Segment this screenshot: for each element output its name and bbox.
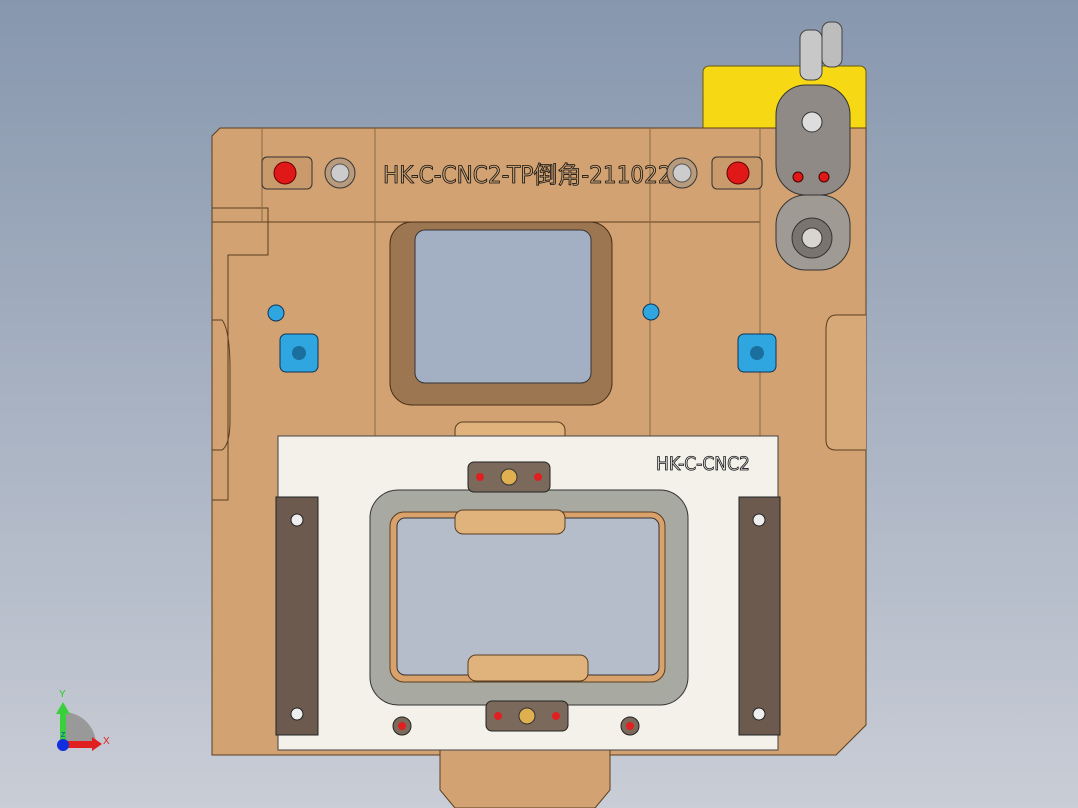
z-axis-label: Z xyxy=(61,732,66,739)
blue-block-hole xyxy=(292,346,306,360)
right-red-button[interactable] xyxy=(711,156,763,190)
blue-block-hole xyxy=(750,346,764,360)
bottom-latch[interactable] xyxy=(485,700,569,732)
axis-triad: Y X Z xyxy=(56,689,110,751)
left-side-block xyxy=(275,496,319,736)
screw-head xyxy=(626,722,634,730)
left-red-button[interactable] xyxy=(261,156,313,190)
top-window-opening xyxy=(414,229,592,384)
clamp-arm[interactable] xyxy=(775,21,851,271)
body-outline-left xyxy=(212,207,269,501)
top-engraving: HK-C-CNC2-TP倒角-211022 xyxy=(383,161,672,189)
inner-tab-bottom xyxy=(467,654,589,682)
plate-engraving: HK-C-CNC2 xyxy=(656,453,750,475)
plate-window-opening xyxy=(396,517,660,676)
top-latch[interactable] xyxy=(467,461,551,493)
y-axis-label: Y xyxy=(59,689,66,700)
right-side-block xyxy=(738,496,781,736)
blue-screw-icon xyxy=(642,303,660,321)
x-axis-label: X xyxy=(103,736,110,747)
screw-head xyxy=(398,722,406,730)
body-notch-right xyxy=(825,314,866,451)
blue-screw-icon xyxy=(267,304,285,322)
pin-head xyxy=(672,163,692,183)
inner-tab-top xyxy=(454,509,566,535)
body-notch-left xyxy=(212,319,231,451)
pin-head xyxy=(330,163,350,183)
